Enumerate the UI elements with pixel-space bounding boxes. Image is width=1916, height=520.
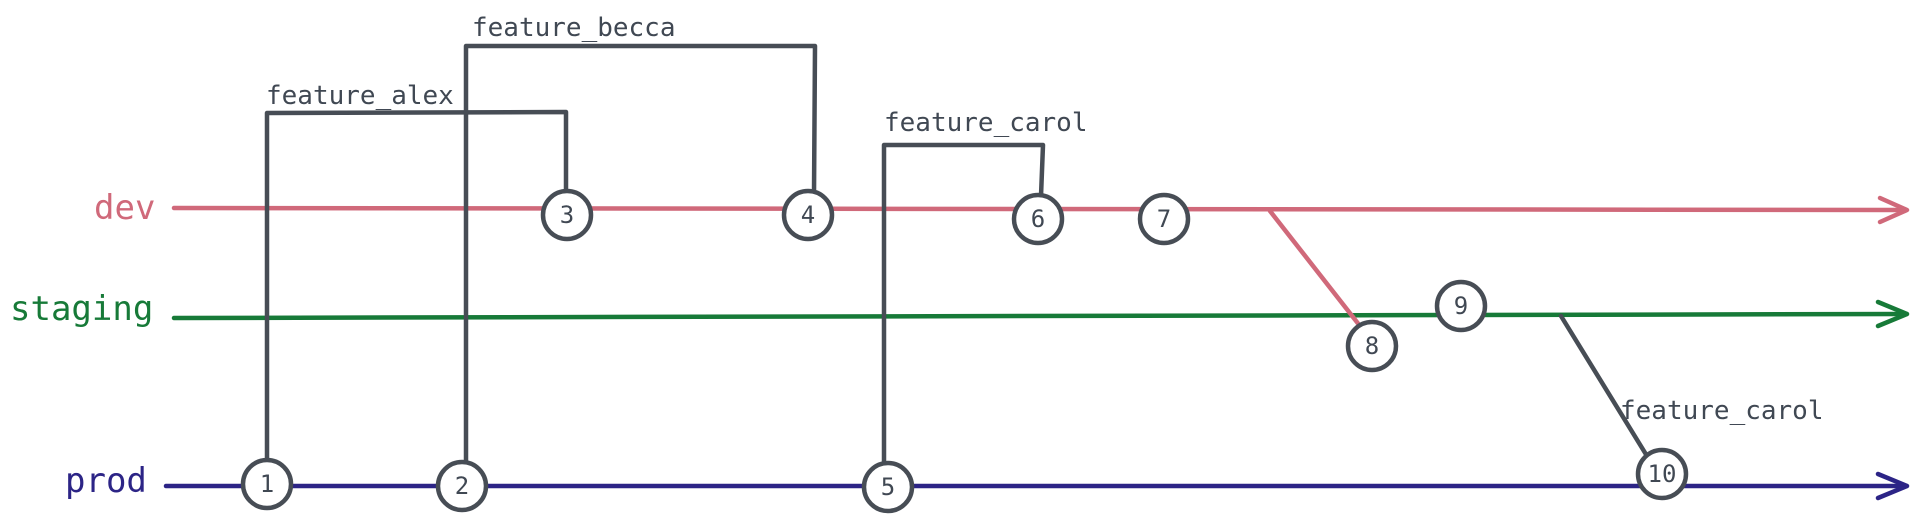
prod-lane [163, 471, 1910, 501]
commit-label-5: 5 [881, 473, 895, 501]
commit-node-1: 1 [240, 457, 294, 511]
feature-becca-label: feature_becca [472, 13, 676, 43]
commit-label-7: 7 [1157, 205, 1171, 233]
commit-label-10: 10 [1648, 460, 1677, 488]
commit-node-9: 9 [1434, 279, 1488, 333]
commit-label-6: 6 [1031, 205, 1045, 233]
commit-node-4: 4 [781, 188, 835, 242]
feature-carol-connector [881, 142, 1046, 485]
commit-label-2: 2 [455, 472, 469, 500]
commit-label-4: 4 [801, 201, 815, 229]
commit-node-5: 5 [861, 460, 915, 514]
commit-node-2: 2 [435, 459, 489, 513]
feature-carol-label: feature_carol [884, 108, 1088, 138]
staging-lane [171, 299, 1910, 329]
staging-arrowhead [1875, 299, 1910, 329]
feature-becca-connector [463, 43, 818, 483]
staging-lane-label: staging [10, 289, 153, 329]
prod-arrowhead [1875, 471, 1910, 501]
commit-node-3: 3 [540, 188, 594, 242]
commit-node-10: 10 [1635, 447, 1689, 501]
feature-alex-connector [264, 109, 569, 483]
feature-alex-label: feature_alex [266, 81, 454, 111]
prod-lane-label: prod [65, 461, 147, 501]
staging-to-prod-merge-line [1558, 313, 1650, 459]
commit-label-1: 1 [260, 470, 274, 498]
commit-label-9: 9 [1454, 292, 1468, 320]
dev-arrowhead [1877, 195, 1910, 225]
commit-label-8: 8 [1365, 332, 1379, 360]
feature-carol-hotfix-label: feature_carol [1620, 396, 1824, 426]
commit-label-3: 3 [560, 201, 574, 229]
commit-node-7: 7 [1137, 192, 1191, 246]
commit-node-8: 8 [1345, 319, 1399, 373]
dev-lane-label: dev [94, 188, 155, 228]
dev-to-staging-merge-line [1267, 208, 1363, 329]
dev-lane [171, 195, 1910, 225]
commit-node-6: 6 [1011, 192, 1065, 246]
